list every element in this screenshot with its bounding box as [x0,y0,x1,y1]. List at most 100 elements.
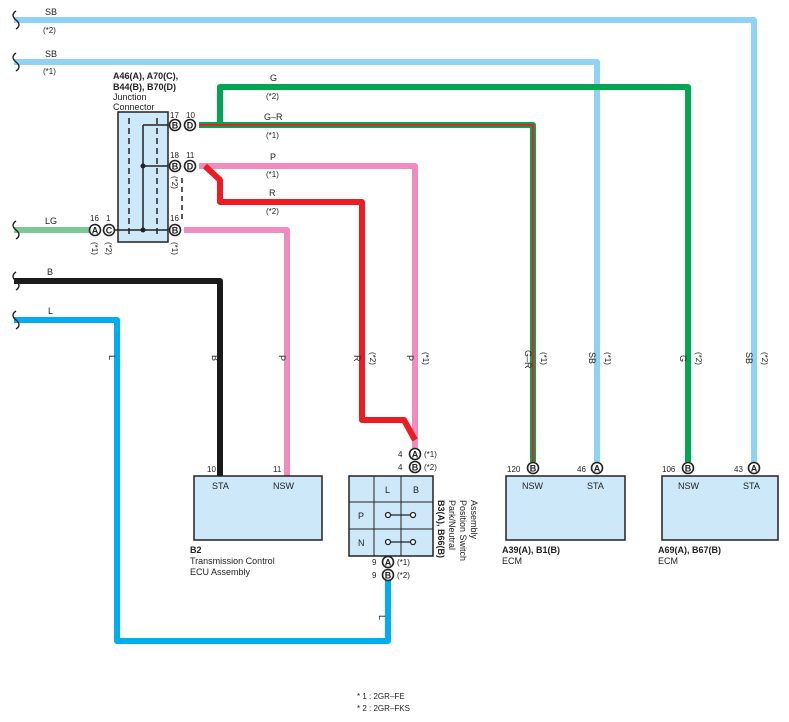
switch-col-b: B [413,485,419,495]
vlabel-sb1-note: (*1) [603,352,612,365]
vlabel-r-note: (*2) [368,352,377,365]
b2-id: B2 [190,545,202,555]
switch-top-pin-num1: 4 [398,450,403,459]
wire-r [202,163,418,442]
vlabel-sb2: SB [744,352,754,364]
wire-sb-1 [14,59,600,462]
junction-note-left1: (*1) [90,242,99,255]
ecm2-box [661,475,779,541]
ecm2-sta: STA [743,481,760,491]
b2-name-2: ECU Assembly [190,567,251,577]
ecm2-pin-106: 106 [662,465,676,474]
wire-g [199,84,691,462]
note-g: (*2) [266,92,279,101]
junction-name-1: Junction [113,92,147,102]
ecm2-pin-b: B [685,464,692,474]
switch-name-3: Assembly [469,500,479,540]
junction-pin-c: C [106,226,113,236]
junction-pin-b-top: B [172,121,179,131]
junction-pin-d-top: D [187,121,194,131]
vlabel-g: G [678,355,688,362]
switch-bottom-note1: (*1) [397,558,410,567]
b2-name-1: Transmission Control [190,556,275,566]
vlabel-l-bottom: L [377,615,387,620]
vlabel-sb2-note: (*2) [760,352,769,365]
switch-bottom-pin-a: A [385,558,392,568]
junction-pin-11: 11 [186,151,195,160]
note-g-r: (*1) [266,131,279,140]
park-neutral-switch: 4 A (*1) 4 B (*2) L B P N 9 A (*1) 9 B (… [348,447,479,582]
ecm1-id: A39(A), B1(B) [502,545,560,555]
wire-g-r [199,122,536,462]
switch-bottom-pin-num1: 9 [372,558,377,567]
ecm1-pin-46: 46 [577,465,586,474]
switch-col-l: L [385,485,390,495]
wire-l [14,317,391,644]
note-p: (*1) [266,170,279,179]
ecm2-name: ECM [658,556,678,566]
ecm-1: 120 B 46 A NSW STA A39(A), B1(B) ECM [502,461,626,566]
footnote-2: * 2 : 2GR–FKS [357,704,410,713]
label-p: P [270,152,276,162]
wire-break-marks [12,10,20,330]
wire-b [14,278,223,476]
ecm1-name: ECM [502,556,522,566]
junction-note-right-mid: (*2) [170,176,179,189]
junction-title-2: B44(B), B70(D) [113,82,176,92]
junction-pin-16b: 16 [170,214,179,223]
vlabel-g-r: G–R [523,350,533,369]
label-sb-second: SB [45,49,57,59]
switch-bottom-pin-b: B [385,571,392,581]
ecm1-nsw: NSW [522,481,544,491]
switch-row-n: N [358,538,365,548]
junction-pin-10: 10 [186,111,195,120]
footnote-1: * 1 : 2GR–FE [357,692,405,701]
label-lg: LG [45,216,57,226]
ecm2-nsw: NSW [678,481,700,491]
label-sb-top: SB [45,7,57,17]
junction-pin-1: 1 [106,214,111,223]
switch-bottom-note2: (*2) [397,571,410,580]
b2-nsw: NSW [273,481,295,491]
b2-sta: STA [212,481,229,491]
junction-pin-b-mid: B [172,162,179,172]
switch-top-note1: (*1) [424,450,437,459]
label-b: B [47,267,53,277]
ecm1-pin-a: A [594,464,601,474]
b2-box [193,475,323,541]
wire-sb-2 [14,17,757,462]
vlabel-r: R [352,355,362,362]
note-r: (*2) [266,207,279,216]
vlabel-g-note: (*2) [694,352,703,365]
b2-pin-10: 10 [207,465,216,474]
junction-pin-17: 17 [170,111,179,120]
ecm2-pin-43: 43 [734,465,743,474]
label-g: G [270,73,277,83]
switch-name-2: Position Switch [458,500,468,561]
junction-connector: A46(A), A70(C), B44(B), B70(D) Junction … [88,71,197,255]
vlabel-sb1: SB [587,352,597,364]
junction-pin-18: 18 [170,151,179,160]
vlabel-l: L [107,355,117,360]
switch-top-pin-a: A [412,450,419,460]
junction-pin-16a: 16 [90,214,99,223]
ecm1-box [505,475,626,541]
wire-p-1 [199,163,418,452]
junction-pin-d-mid: D [187,162,194,172]
label-l: L [48,306,53,316]
junction-note-left2: (*2) [104,242,113,255]
switch-top-note2: (*2) [424,463,437,472]
vlabel-p2: P [405,355,415,361]
wire-g-r-stripe [199,124,534,462]
junction-pin-a: A [92,226,99,236]
vlabel-p: P [277,355,287,361]
note-sb-top: (*2) [43,26,56,35]
ecm-2: 106 B 43 A NSW STA A69(A), B67(B) ECM [658,461,779,566]
ecm1-pin-b: B [530,464,537,474]
ecm1-pin-120: 120 [507,465,521,474]
switch-row-p: P [358,511,364,521]
b2-pin-11: 11 [273,465,282,474]
junction-name-2: Connector [113,102,155,112]
label-g-r: G–R [264,112,283,122]
